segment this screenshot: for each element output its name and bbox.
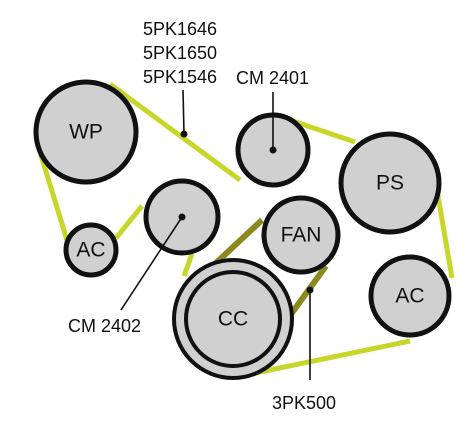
pulley-ac-right: AC bbox=[368, 254, 452, 338]
leaders bbox=[120, 89, 314, 380]
callout-belt-part-3: 5PK1546 bbox=[143, 67, 217, 87]
callout-cm2401: CM 2401 bbox=[236, 68, 309, 88]
pulley-ps-label: PS bbox=[376, 172, 404, 195]
pulley-wp-label: WP bbox=[69, 121, 103, 144]
marker-fan-belt bbox=[306, 286, 314, 294]
belt-segment-wp-cm2401 bbox=[108, 81, 242, 183]
pulley-ps-body bbox=[338, 131, 442, 235]
pulley-cc-outer bbox=[172, 258, 294, 380]
pulley-wp-body bbox=[33, 79, 139, 185]
belt-segment-acright-cc bbox=[235, 338, 411, 380]
callout-belt-part-1: 5PK1646 bbox=[143, 19, 217, 39]
pulley-cc-label: CC bbox=[218, 308, 248, 331]
pulley-ps: PS bbox=[338, 131, 442, 235]
pulley-fan: FAN bbox=[261, 195, 341, 275]
callout-belt-part-2: 5PK1650 bbox=[143, 43, 217, 63]
pulley-ac-right-body bbox=[368, 254, 452, 338]
pulley-cc-ring bbox=[184, 270, 282, 368]
leader-main-belt bbox=[182, 89, 185, 135]
pulley-fan-body bbox=[261, 195, 341, 275]
belt-segment-cc-cm2402 bbox=[181, 253, 195, 277]
belt-segment-ps-acright bbox=[434, 189, 455, 279]
pulley-ac-left: AC bbox=[63, 222, 119, 278]
marker-main-belt bbox=[180, 130, 188, 138]
callout-fan-belt: 3PK500 bbox=[272, 393, 336, 413]
leader-cm2402 bbox=[120, 216, 183, 311]
pulley-fan-label: FAN bbox=[281, 224, 322, 247]
pulley-wp: WP bbox=[33, 79, 139, 185]
marker-cm2402 bbox=[178, 213, 186, 221]
belt-segment-cm2402-acleft bbox=[114, 204, 144, 240]
pulley-ac-left-body bbox=[63, 222, 119, 278]
marker-cm2401 bbox=[269, 146, 277, 154]
pulley-cc: CC bbox=[172, 258, 294, 380]
callout-cm2402: CM 2402 bbox=[68, 316, 141, 336]
pulley-ac-right-label: AC bbox=[395, 285, 424, 308]
pulley-ac-left-label: AC bbox=[76, 239, 105, 262]
belt-segment-acleft-wp bbox=[37, 151, 73, 251]
callouts: 5PK1646 5PK1650 5PK1546 CM 2401 CM 2402 … bbox=[68, 19, 336, 413]
